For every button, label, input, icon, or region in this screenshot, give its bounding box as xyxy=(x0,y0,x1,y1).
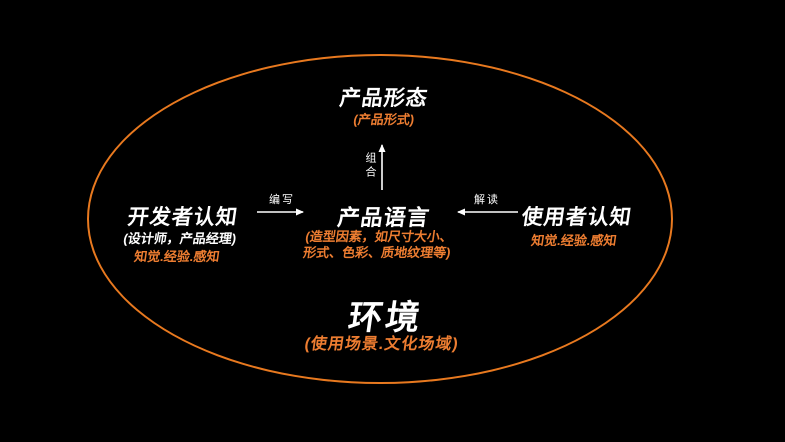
center-node-title: 产品语言 xyxy=(336,205,432,230)
center-node-caption: (造型因素，如尺寸大小、 形式、色彩、质地纹理等) xyxy=(302,229,454,261)
compose-arrow-label: 组合 xyxy=(364,152,376,180)
right-node-caption: 知觉.经验.感知 xyxy=(530,233,618,248)
left-node-title: 开发者认知 xyxy=(126,206,240,229)
center-caption-line1: (造型因素，如尺寸大小、 xyxy=(304,229,454,244)
top-node-subtitle: (产品形式) xyxy=(352,112,416,127)
top-node-title: 产品形态 xyxy=(338,87,430,110)
environment-ellipse xyxy=(87,54,673,384)
right-node-title: 使用者认知 xyxy=(520,206,634,229)
left-node-caption: 知觉.经验.感知 xyxy=(133,249,221,264)
left-node-subtitle: (设计师，产品经理) xyxy=(122,231,238,246)
decode-arrow-label: 解读 xyxy=(474,194,500,206)
center-caption-line2: 形式、色彩、质地纹理等) xyxy=(302,245,452,260)
encode-arrow-label: 编写 xyxy=(269,194,295,206)
bottom-node-subtitle: (使用场景.文化场域) xyxy=(303,336,460,353)
